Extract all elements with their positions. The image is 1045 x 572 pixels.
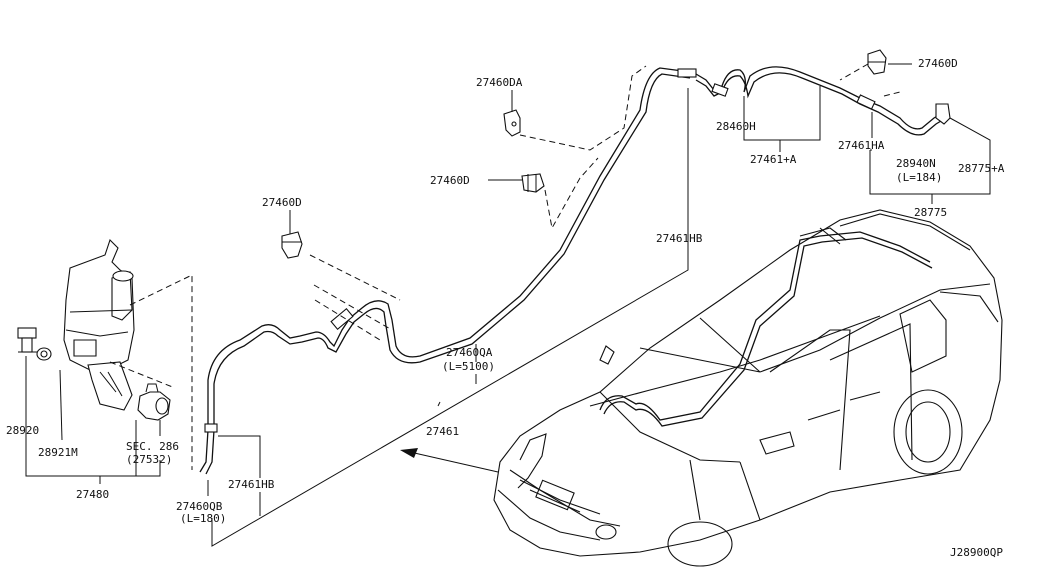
- label-28775A: 28775+A: [958, 162, 1005, 175]
- label-27461HB-top: 27461HB: [656, 232, 703, 245]
- label-27460QB-length: (L=180): [180, 512, 226, 525]
- vehicle-outline: [493, 209, 1003, 567]
- label-sec-286: SEC. 286: [126, 440, 179, 453]
- washer-pump: [137, 383, 171, 421]
- label-27461HB-bottom: 27461HB: [228, 478, 275, 491]
- label-28940N: 28940N: [896, 157, 936, 170]
- hose-27461-roof: [695, 66, 951, 136]
- washer-tank: [63, 238, 135, 411]
- diagram-code: J28900QP: [950, 546, 1003, 559]
- label-28920: 28920: [6, 424, 39, 437]
- label-28460H: 28460H: [716, 120, 756, 133]
- label-27460D-mid: 27460D: [430, 174, 470, 187]
- clip-27460DA: [503, 109, 521, 137]
- washer-motor-28920: [17, 327, 40, 353]
- direction-arrow: [400, 448, 499, 473]
- grommet-28921M: [36, 347, 52, 361]
- label-27460D-right: 27460D: [918, 57, 958, 70]
- clip-27460D-right: [867, 49, 887, 75]
- label-27460DA: 27460DA: [476, 76, 523, 89]
- clip-27460D-mid: [521, 173, 545, 193]
- hose-27460QA: [207, 67, 697, 428]
- clip-27460D-left: [281, 231, 303, 259]
- label-27461: 27461: [426, 425, 459, 438]
- label-27480: 27480: [76, 488, 109, 501]
- leader-lines: [25, 63, 991, 547]
- label-sec-286-sub: (27532): [126, 453, 172, 466]
- label-27460D-left: 27460D: [262, 196, 302, 209]
- label-27461HA: 27461HA: [838, 139, 885, 152]
- label-28775: 28775: [914, 206, 947, 219]
- label-28940N-length: (L=184): [896, 171, 942, 184]
- label-27460QA-length: (L=5100): [442, 360, 495, 373]
- hose-27460QB: [199, 423, 218, 475]
- part-labels: 27460DA 27460D 27460D 27460D 27461HB 284…: [6, 57, 1005, 559]
- label-27460QA: 27460QA: [446, 346, 493, 359]
- label-27460QB: 27460QB: [176, 500, 223, 513]
- label-27461A: 27461+A: [750, 153, 797, 166]
- label-28921M: 28921M: [38, 446, 78, 459]
